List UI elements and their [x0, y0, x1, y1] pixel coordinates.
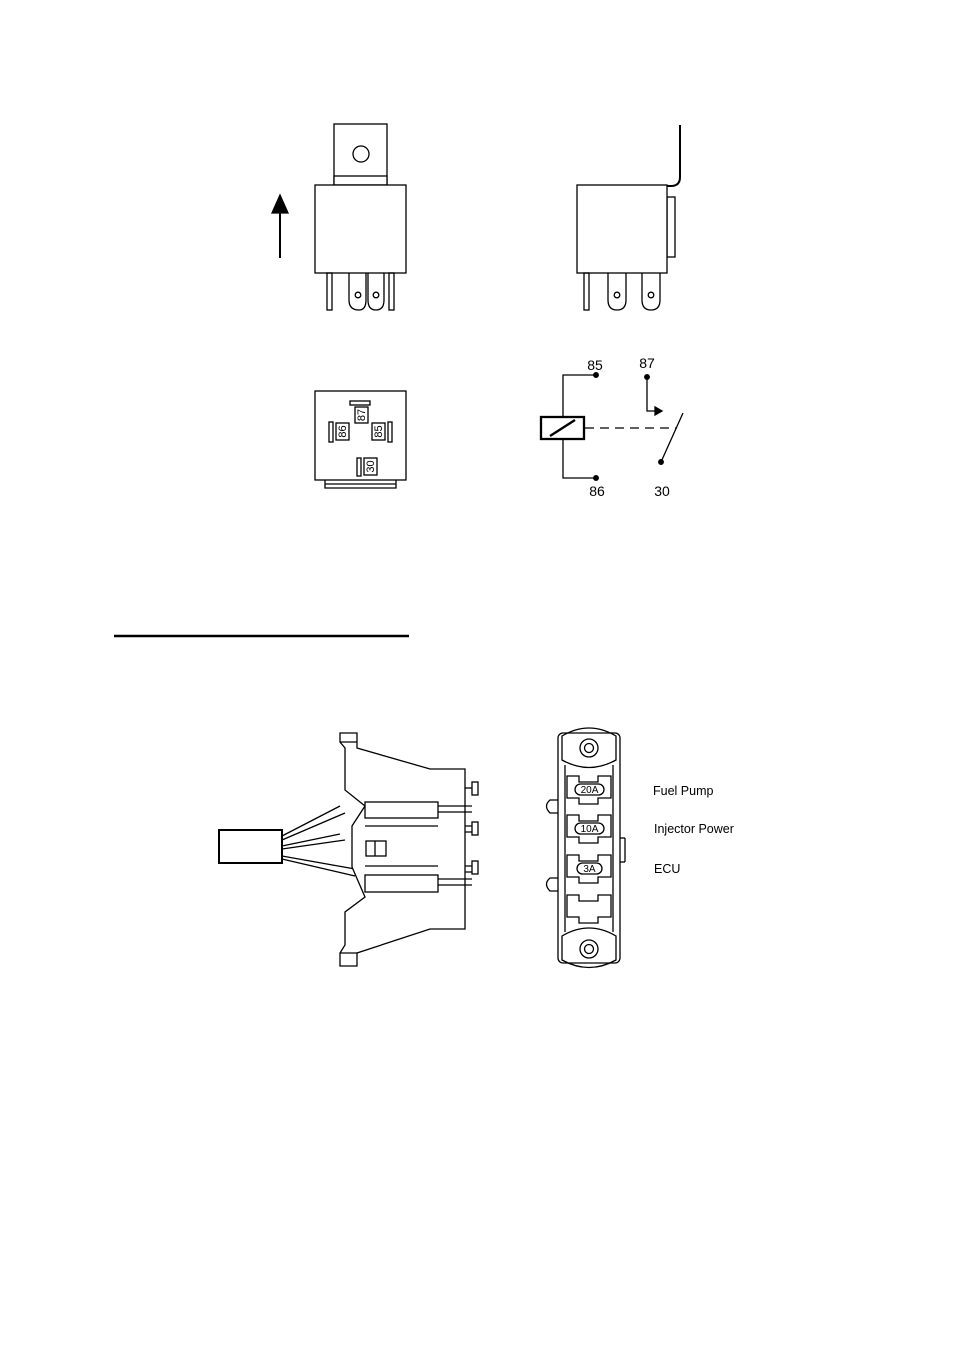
fuse-label-injector-power: Injector Power [654, 822, 734, 836]
base-pin-30: 30 [364, 458, 377, 475]
svg-text:30: 30 [365, 460, 377, 472]
relay-base-view: 87 86 85 30 [315, 391, 406, 488]
fuse-slot-3a: 3A [577, 863, 602, 875]
terminal-30-label: 30 [654, 483, 670, 499]
fuse-label-fuel-pump: Fuel Pump [653, 784, 713, 798]
terminal-87-label: 87 [639, 355, 655, 371]
svg-text:85: 85 [373, 425, 385, 437]
arrow-up-icon [272, 195, 288, 213]
fuse-holder-side-view [219, 733, 478, 966]
svg-text:87: 87 [356, 409, 368, 421]
terminal-85-label: 85 [587, 357, 603, 373]
svg-text:86: 86 [337, 425, 349, 437]
svg-text:20A: 20A [581, 785, 599, 796]
connector-plug [219, 830, 282, 863]
relay-side-view [577, 125, 680, 310]
fuse-holder-top-view: 20A 10A 3A [547, 728, 626, 968]
base-pin-87: 87 [355, 407, 368, 423]
fuse-slot-20a: 20A [575, 784, 604, 796]
base-pin-86: 86 [336, 423, 349, 440]
relay-schematic: 85 87 86 30 [541, 355, 683, 499]
svg-text:10A: 10A [581, 824, 599, 835]
fuse-slot-10a: 10A [575, 823, 604, 835]
base-pin-85: 85 [372, 423, 385, 440]
relay-front-view [272, 124, 406, 310]
svg-text:3A: 3A [583, 864, 596, 875]
terminal-86-label: 86 [589, 483, 605, 499]
fuse-label-ecu: ECU [654, 862, 680, 876]
